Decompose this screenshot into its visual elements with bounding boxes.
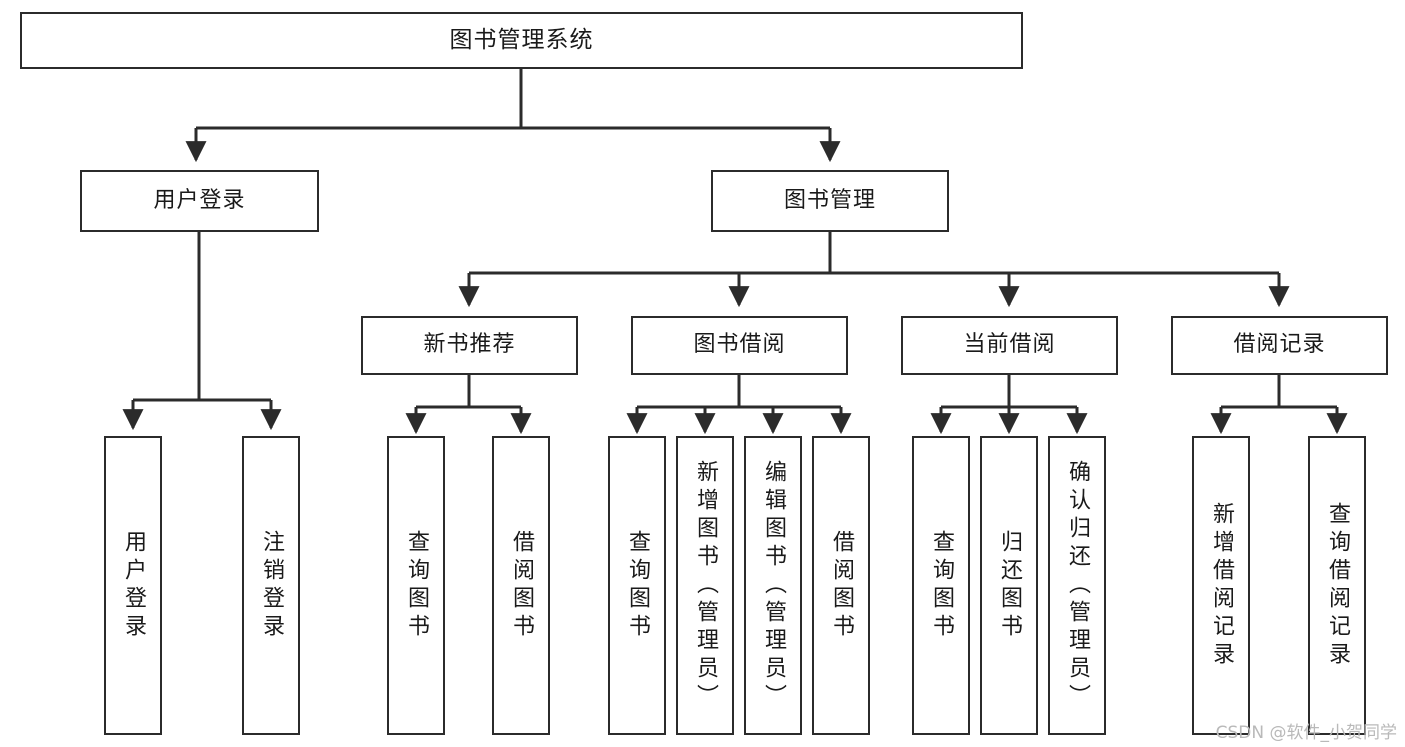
node-label: 查询图书	[929, 529, 954, 642]
node-label: 注销登录	[259, 529, 284, 642]
node-label: 查询图书	[625, 529, 650, 642]
node-label: 图书借阅	[693, 332, 786, 358]
leaf-query-book-recommend[interactable]: 查询图书	[387, 436, 445, 735]
node-label: 新增图书（管理员）	[693, 459, 718, 712]
watermark-text: CSDN @软件_小贺同学	[1215, 723, 1397, 743]
node-current-borrow[interactable]: 当前借阅	[901, 316, 1118, 375]
node-book-borrow[interactable]: 图书借阅	[631, 316, 848, 375]
node-label: 图书管理系统	[449, 26, 594, 53]
node-label: 新增借阅记录	[1209, 501, 1234, 670]
leaf-edit-book-admin[interactable]: 编辑图书（管理员）	[744, 436, 802, 735]
leaf-confirm-return-admin[interactable]: 确认归还（管理员）	[1048, 436, 1106, 735]
node-user-login[interactable]: 用户登录	[80, 170, 319, 232]
node-label: 确认归还（管理员）	[1065, 459, 1090, 712]
leaf-borrow-book[interactable]: 借阅图书	[812, 436, 870, 735]
node-label: 新书推荐	[423, 332, 516, 358]
node-book-management[interactable]: 图书管理	[711, 170, 949, 232]
node-label: 借阅图书	[829, 529, 854, 642]
leaf-query-borrow-record[interactable]: 查询借阅记录	[1308, 436, 1366, 735]
node-borrow-record[interactable]: 借阅记录	[1171, 316, 1388, 375]
node-label: 归还图书	[997, 529, 1022, 642]
node-label: 查询借阅记录	[1325, 501, 1350, 670]
node-label: 用户登录	[153, 187, 246, 213]
leaf-borrow-book-recommend[interactable]: 借阅图书	[492, 436, 550, 735]
node-label: 用户登录	[121, 529, 146, 642]
leaf-add-borrow-record[interactable]: 新增借阅记录	[1192, 436, 1250, 735]
node-label: 查询图书	[404, 529, 429, 642]
leaf-add-book-admin[interactable]: 新增图书（管理员）	[676, 436, 734, 735]
leaf-query-book-current[interactable]: 查询图书	[912, 436, 970, 735]
node-label: 借阅记录	[1233, 332, 1326, 358]
node-label: 编辑图书（管理员）	[761, 459, 786, 712]
leaf-query-book-borrow[interactable]: 查询图书	[608, 436, 666, 735]
node-label: 借阅图书	[509, 529, 534, 642]
node-label: 当前借阅	[963, 332, 1056, 358]
node-new-book-recommend[interactable]: 新书推荐	[361, 316, 578, 375]
leaf-logout[interactable]: 注销登录	[242, 436, 300, 735]
leaf-user-login[interactable]: 用户登录	[104, 436, 162, 735]
leaf-return-book[interactable]: 归还图书	[980, 436, 1038, 735]
node-root-book-management-system[interactable]: 图书管理系统	[20, 12, 1023, 69]
node-label: 图书管理	[783, 187, 876, 213]
